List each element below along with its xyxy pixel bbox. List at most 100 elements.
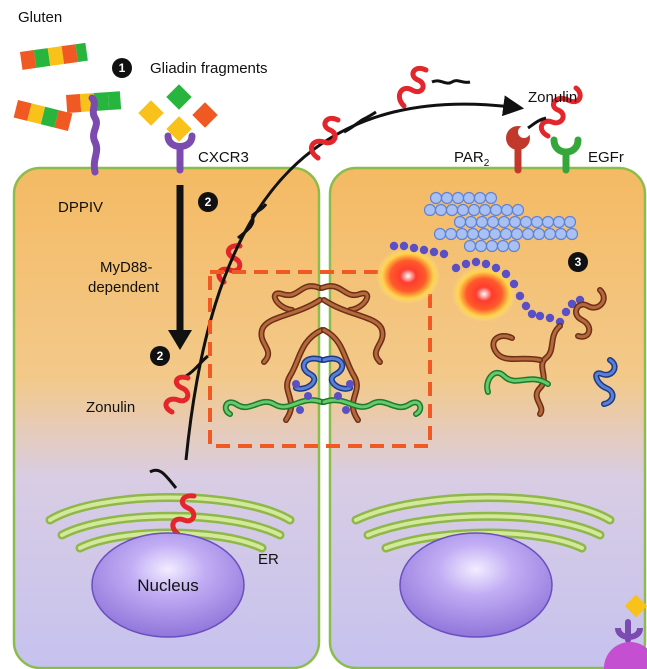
gliadin-label: Gliadin fragments [150,60,268,77]
phospho-dot [491,263,501,273]
step-3-badge: 3 [568,252,588,272]
actin-bead [485,239,499,253]
actin-bead [484,191,498,205]
phospho-dot [561,307,571,317]
cxcr3-receptor [164,132,196,174]
svg-text:1: 1 [119,61,126,75]
actin-bead [563,215,577,229]
actin-bead [508,215,522,229]
step-1-badge: 1 [112,58,132,78]
actin-bead [423,203,437,217]
actin-bead [434,203,448,217]
svg-text:2: 2 [205,195,212,209]
actin-bead [486,215,500,229]
actin-bead [521,227,535,241]
actin-bead [511,203,525,217]
actin-bead [500,203,514,217]
actin-bead [464,215,478,229]
actin-bead [507,239,521,253]
tight-junction-proteins [222,283,424,423]
actin-bead [475,215,489,229]
dppiv-receptor [88,94,101,176]
actin-bead [554,227,568,241]
phospho-dot [521,301,531,311]
phospho-dot [501,269,511,279]
egfr-receptor [550,136,582,174]
myd88-label-2: dependent [88,279,160,296]
phospho-dot [527,309,537,319]
tight-junction-highlight-box [208,270,432,448]
actin-filaments [423,191,579,253]
actin-bead [477,227,491,241]
phospho-dot [567,299,577,309]
zonulin-left-label: Zonulin [86,399,135,416]
zonulin-at-er [149,468,197,537]
phospho-dot [545,313,555,323]
actin-bead [440,191,454,205]
myd88-arrow-head [168,330,192,350]
actin-bead [463,239,477,253]
zonulin-free-1 [309,110,377,161]
actin-bead [444,227,458,241]
zonulin-bound [527,85,583,139]
phospho-dot [471,257,481,267]
phospho-dot [461,259,471,269]
actin-bead [467,203,481,217]
actin-bead [519,215,533,229]
actin-bead [473,191,487,205]
nucleus-left [91,532,245,638]
nucleus-right [399,532,553,638]
gluten-label: Gluten [18,9,62,26]
actin-bead [543,227,557,241]
actin-bead [488,227,502,241]
pkc-activation-glow-1 [376,248,440,304]
actin-bead [453,215,467,229]
step-2-top-badge: 2 [198,192,218,212]
phospho-dot [399,241,409,251]
actin-bead [429,191,443,205]
actin-bead [541,215,555,229]
myd88-label-1: MyD88- [100,259,153,276]
pkc-activation-glow-2 [452,266,516,322]
nucleus-label: Nucleus [137,576,198,595]
actin-bead [532,227,546,241]
phospho-dot [389,241,399,251]
actin-bead [466,227,480,241]
phospho-dot [509,279,519,289]
actin-bead [462,191,476,205]
svg-text:2: 2 [157,349,164,363]
cxcr3-label: CXCR3 [198,149,249,166]
par2-receptor [506,126,530,174]
actin-bead [445,203,459,217]
actin-bead [530,215,544,229]
actin-bead [433,227,447,241]
gluten-peptides [13,42,122,132]
zonulin-free-2 [397,65,471,109]
phospho-dot [419,245,429,255]
svg-text:3: 3 [575,255,582,269]
secretion-arrow [184,95,525,461]
phospho-dot [409,243,419,253]
actin-bead [565,227,579,241]
phospho-dot [515,291,525,301]
par2-label: PAR2 [454,149,490,169]
dppiv-label: DPPIV [58,199,103,216]
actin-bead [552,215,566,229]
gliadin-fragments [138,84,218,142]
phospho-dot [439,249,449,259]
actin-bead [499,227,513,241]
actin-bead [510,227,524,241]
actin-bead [451,191,465,205]
egfr-label: EGFr [588,149,624,166]
actin-bead [455,227,469,241]
er-left [45,493,295,553]
zonulin-peptide-lower [163,354,209,415]
phospho-dot [481,259,491,269]
phospho-dot [429,247,439,257]
actin-bead [474,239,488,253]
actin-bead [478,203,492,217]
actin-bead [489,203,503,217]
step-2-bottom-badge: 2 [150,346,170,366]
phospho-dot [451,263,461,273]
